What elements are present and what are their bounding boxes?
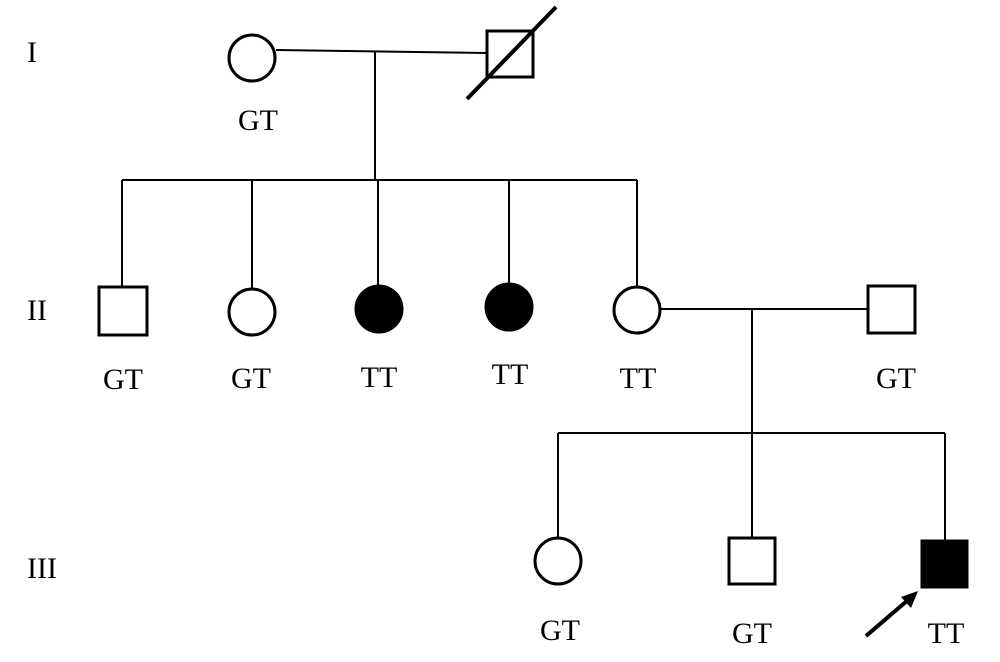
individual-i-1: GT xyxy=(227,33,278,137)
generation-label-iii: III xyxy=(27,552,57,585)
genotype-label: GT xyxy=(732,617,772,650)
generation-label-ii: II xyxy=(27,294,47,327)
genotype-label: TT xyxy=(361,361,398,394)
female-symbol-affected xyxy=(354,284,404,334)
individual-ii-1: GT xyxy=(97,285,149,396)
individual-i-2 xyxy=(465,5,558,101)
genotype-label: TT xyxy=(492,358,529,391)
genotype-label: GT xyxy=(231,362,271,395)
generation-label-i: I xyxy=(27,36,37,69)
mating-line-gen-i xyxy=(275,49,488,54)
genotype-label: GT xyxy=(540,614,580,647)
deceased-slash xyxy=(465,5,558,101)
male-symbol xyxy=(727,536,777,586)
individual-ii-3: TT xyxy=(354,284,404,394)
female-symbol xyxy=(227,33,277,83)
pedigree-lines xyxy=(121,49,946,540)
individual-ii-2: GT xyxy=(227,287,277,395)
individual-ii-5: TT xyxy=(612,285,662,395)
individual-iii-3: TT xyxy=(864,539,969,650)
genotype-label: GT xyxy=(876,362,916,395)
individual-iii-1: GT xyxy=(533,536,583,647)
genotype-label: TT xyxy=(620,362,657,395)
female-symbol xyxy=(533,536,583,586)
male-symbol-affected xyxy=(920,539,969,589)
individual-ii-4: TT xyxy=(484,282,534,391)
individual-ii-6: GT xyxy=(866,284,917,395)
female-symbol-affected xyxy=(484,282,534,332)
proband-arrow-icon xyxy=(864,591,918,638)
male-symbol xyxy=(97,285,149,337)
female-symbol xyxy=(227,287,277,337)
genotype-label: GT xyxy=(238,104,278,137)
individual-iii-2: GT xyxy=(727,536,777,650)
male-symbol xyxy=(866,284,917,335)
genotype-label: GT xyxy=(103,363,143,396)
female-symbol xyxy=(612,285,662,335)
genotype-label: TT xyxy=(928,617,965,650)
